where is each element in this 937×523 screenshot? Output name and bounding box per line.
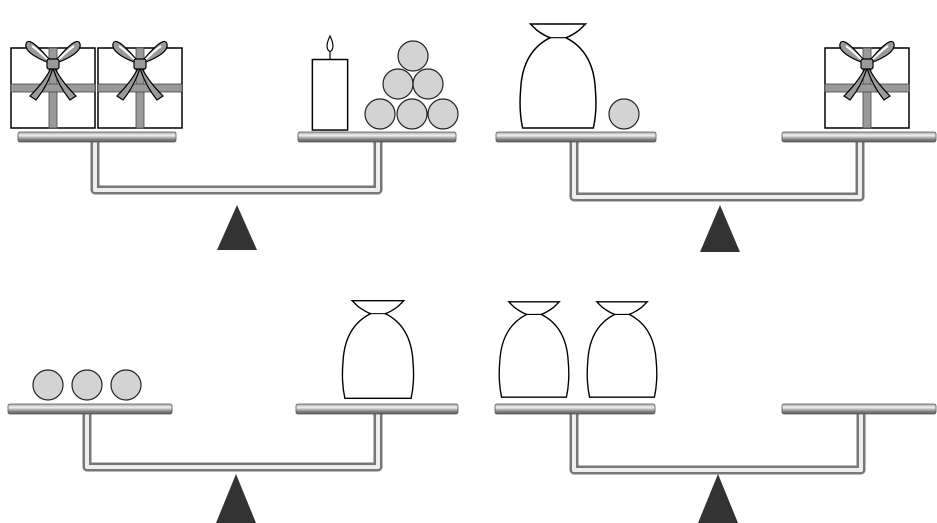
scale-1-right-ball-7 bbox=[428, 99, 458, 129]
scale-3-beam bbox=[87, 414, 378, 467]
scale-3-left-ball-1 bbox=[33, 370, 63, 400]
scale-1-beam bbox=[95, 142, 378, 190]
scale-2-left-vase-1 bbox=[520, 24, 596, 128]
scale-1-right-ball-3 bbox=[383, 69, 413, 99]
scale-2-right-gift-1 bbox=[825, 41, 909, 128]
scale-2-beam bbox=[574, 142, 860, 197]
scale-1-right-ball-6 bbox=[397, 99, 427, 129]
scale-1-right-pan bbox=[298, 132, 456, 142]
scale-1-left-pan bbox=[18, 132, 176, 142]
scale-1-left-gift-1 bbox=[11, 41, 95, 128]
scale-4-right-pan bbox=[782, 404, 936, 414]
scale-3-right-vase-1 bbox=[342, 301, 413, 399]
scale-3-left-ball-2 bbox=[72, 370, 102, 400]
scale-2-left-pan bbox=[496, 132, 656, 142]
scale-4-beam bbox=[574, 414, 861, 470]
scale-3-right-pan bbox=[296, 404, 458, 414]
scale-2-left-ball-2 bbox=[609, 99, 639, 129]
scale-1-fulcrum bbox=[217, 205, 257, 250]
scale-4-fulcrum bbox=[698, 474, 738, 523]
scale-3-left-ball-3 bbox=[111, 370, 141, 400]
scale-2-right-pan bbox=[782, 132, 936, 142]
scale-3-left-pan bbox=[8, 404, 172, 414]
scale-1-right-candle-1 bbox=[312, 36, 347, 130]
scale-1-right-ball-5 bbox=[365, 99, 395, 129]
scale-1-left-gift-2 bbox=[98, 41, 182, 128]
scale-1-right-ball-2 bbox=[398, 41, 428, 71]
scale-4-left-vase-1 bbox=[499, 302, 569, 397]
scale-1-right-ball-4 bbox=[413, 69, 443, 99]
scale-3-fulcrum bbox=[216, 474, 256, 523]
scale-2-fulcrum bbox=[700, 205, 740, 252]
scale-4-left-pan bbox=[495, 404, 655, 414]
scale-4-left-vase-2 bbox=[587, 302, 657, 397]
